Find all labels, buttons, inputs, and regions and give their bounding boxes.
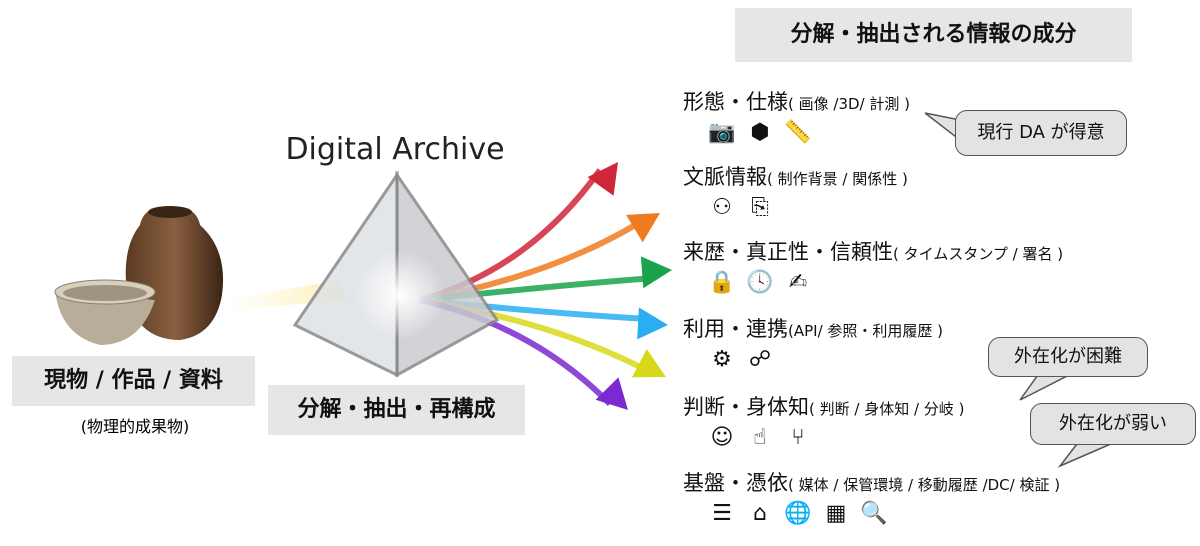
component-item-title: 文脈情報( 制作背景 / 関係性 ) bbox=[683, 161, 908, 191]
document-search-icon: 🔍 bbox=[860, 501, 888, 526]
component-icons: 📷 ⬢ 📏 bbox=[708, 120, 812, 145]
hand-select-icon: ☝ bbox=[753, 425, 767, 450]
component-title: 来歴・真正性・信頼性 bbox=[683, 240, 893, 264]
globe-location-icon: 🌐 bbox=[784, 501, 812, 526]
signed-document-icon: ✍ bbox=[788, 270, 808, 295]
component-item-title: 基盤・憑依( 媒体 / 保管環境 / 移動履歴 /DC/ 検証 ) bbox=[683, 467, 1060, 497]
component-icons: ⚙☍ bbox=[708, 347, 774, 372]
branch-arrows-icon: ⑂ bbox=[791, 425, 805, 450]
component-subtitle: ( 制作背景 / 関係性 ) bbox=[767, 170, 908, 188]
component-icons: ☺ ☝ ⑂ bbox=[708, 425, 812, 450]
arrowhead-0 bbox=[587, 162, 618, 196]
camera-icon: 📷 bbox=[708, 120, 736, 145]
callout-strength: 現行 DA が得意 bbox=[955, 110, 1127, 156]
digital-archive-title: Digital Archive bbox=[285, 132, 505, 167]
component-subtitle: (API/ 参照・利用履歴 ) bbox=[788, 322, 944, 340]
arrowhead-2 bbox=[640, 256, 672, 289]
section-heading: 分解・抽出される情報の成分 bbox=[735, 8, 1132, 62]
component-item-title: 形態・仕様( 画像 /3D/ 計測 ) bbox=[683, 86, 910, 116]
process-label: 分解・抽出・再構成 bbox=[268, 385, 525, 435]
clock-icon: 🕓 bbox=[746, 270, 774, 295]
storage-room-icon: ⌂ bbox=[753, 501, 767, 526]
component-item-title: 利用・連携(API/ 参照・利用履歴 ) bbox=[683, 313, 943, 343]
component-subtitle: ( タイムスタンプ / 署名 ) bbox=[893, 245, 1064, 263]
org-chart-icon: ⚇ bbox=[712, 195, 732, 220]
cube-3d-icon: ⬢ bbox=[750, 120, 770, 145]
arrowhead-3 bbox=[637, 307, 668, 340]
component-icons: ☰ ⌂ 🌐 ▦ 🔍 bbox=[708, 501, 888, 526]
server-icon: ☰ bbox=[712, 501, 732, 526]
physical-object-label: 現物 / 作品 / 資料 bbox=[12, 356, 255, 406]
component-subtitle: ( 画像 /3D/ 計測 ) bbox=[788, 95, 910, 113]
lock-icon: 🔒 bbox=[708, 270, 736, 295]
component-item-title: 判断・身体知( 判断 / 身体知 / 分岐 ) bbox=[683, 391, 964, 421]
component-title: 利用・連携 bbox=[683, 317, 788, 341]
pottery-image bbox=[54, 206, 224, 345]
network-user-icon: ☍ bbox=[748, 347, 772, 372]
linked-documents-icon: ⎘ bbox=[751, 195, 769, 220]
callout-weak: 外在化が弱い bbox=[1030, 403, 1196, 445]
component-title: 基盤・憑依 bbox=[683, 471, 788, 495]
ruler-icon: 📏 bbox=[784, 120, 812, 145]
arrowhead-5 bbox=[595, 377, 628, 410]
component-title: 形態・仕様 bbox=[683, 90, 788, 114]
component-item-title: 来歴・真正性・信頼性( タイムスタンプ / 署名 ) bbox=[683, 236, 1063, 266]
component-subtitle: ( 媒体 / 保管環境 / 移動履歴 /DC/ 検証 ) bbox=[788, 476, 1061, 494]
building-icon: ▦ bbox=[825, 501, 847, 526]
arrowhead-1 bbox=[626, 213, 660, 243]
component-title: 文脈情報 bbox=[683, 165, 767, 189]
component-title: 判断・身体知 bbox=[683, 395, 809, 419]
component-subtitle: ( 判断 / 身体知 / 分岐 ) bbox=[809, 400, 965, 418]
component-icons: ⚇⎘ bbox=[708, 195, 774, 220]
callout-difficult: 外在化が困難 bbox=[988, 337, 1148, 377]
component-icons: 🔒 🕓 ✍ bbox=[708, 270, 812, 295]
arrowhead-4 bbox=[632, 348, 666, 378]
physical-object-sublabel: (物理的成果物) bbox=[80, 417, 190, 436]
head-brain-icon: ☺ bbox=[710, 425, 734, 450]
gears-sync-icon: ⚙ bbox=[712, 347, 732, 372]
prism-pyramid bbox=[292, 170, 500, 378]
